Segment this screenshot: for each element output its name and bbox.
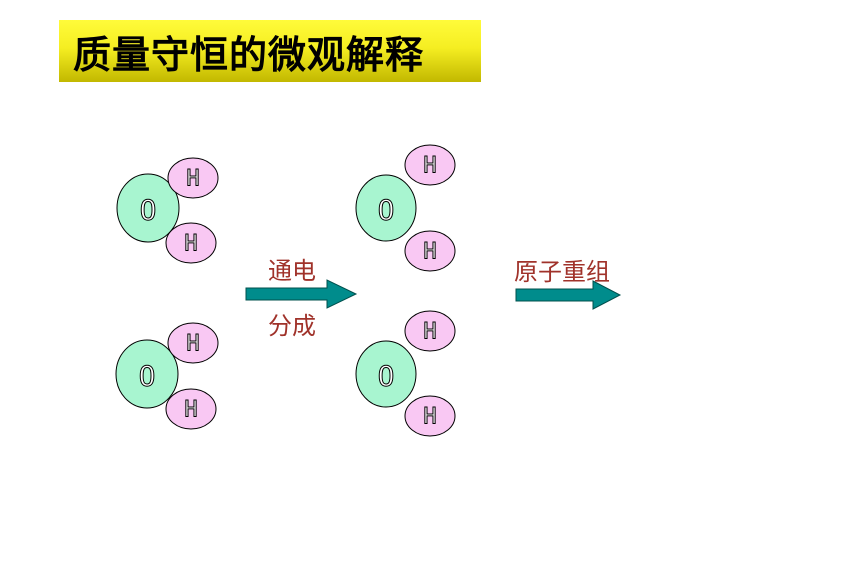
water-molecule-2: O H H <box>115 322 219 430</box>
oxygen-atom <box>116 173 180 243</box>
hydrogen-label: H <box>184 232 197 257</box>
page-title: 质量守恒的微观解释 <box>73 32 425 77</box>
hydrogen-atom <box>167 157 219 199</box>
hydrogen-label: H <box>184 398 197 423</box>
step-1-label-top: 通电 <box>268 257 316 285</box>
hydrogen-atom <box>165 222 217 264</box>
hydrogen-atom <box>404 230 456 272</box>
hydrogen-atom <box>404 310 456 352</box>
hydrogen-label: H <box>186 332 199 357</box>
oxygen-atom <box>355 340 417 408</box>
hydrogen-atom <box>167 322 219 364</box>
water-molecule-1: O H H <box>116 157 219 264</box>
hydrogen-label: H <box>186 167 199 192</box>
hydrogen-atom <box>165 388 217 430</box>
oxygen-label: O <box>140 194 157 227</box>
oxygen-atom <box>355 174 417 242</box>
oxygen-label: O <box>139 360 156 393</box>
step-1-label-bottom: 分成 <box>268 312 316 340</box>
hydrogen-label: H <box>423 320 436 345</box>
oxygen-atom <box>115 339 179 409</box>
hydrogen-atom <box>404 395 456 437</box>
separated-atoms-2: O H H <box>355 310 456 437</box>
hydrogen-label: H <box>423 405 436 430</box>
oxygen-label: O <box>378 194 395 227</box>
title-banner: 质量守恒的微观解释 <box>59 20 481 82</box>
hydrogen-label: H <box>423 154 436 179</box>
step-2-label: 原子重组 <box>514 258 610 286</box>
arrow-step-2 <box>515 280 622 310</box>
arrow-step-1 <box>245 279 358 309</box>
separated-atoms-1: O H H <box>355 144 456 272</box>
hydrogen-label: H <box>423 240 436 265</box>
hydrogen-atom <box>404 144 456 186</box>
oxygen-label: O <box>378 360 395 393</box>
